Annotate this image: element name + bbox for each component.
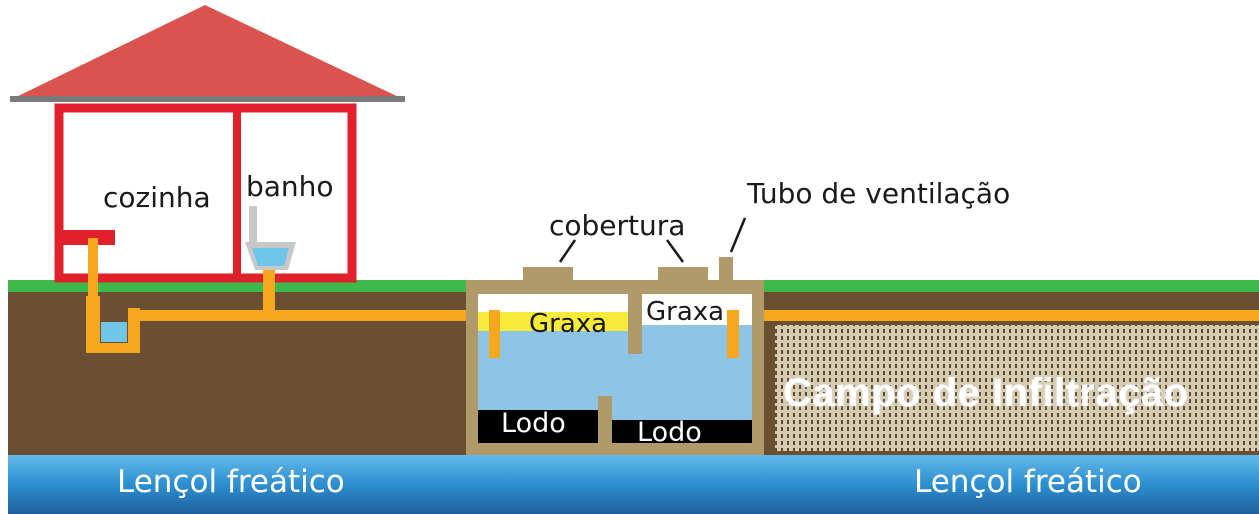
house-divider	[233, 108, 241, 278]
water-table-label-right: Lençol freático	[914, 464, 1142, 500]
kitchen-trap-water	[101, 322, 127, 342]
tank-baffle-lower	[598, 396, 612, 443]
grass-left	[8, 280, 468, 292]
toilet-tank	[249, 206, 257, 246]
tank-chamber-left-air	[478, 294, 628, 314]
tank-baffle-upper	[628, 294, 642, 354]
cover-label: cobertura	[549, 209, 686, 242]
tank-inlet-pipe	[489, 310, 500, 358]
kitchen-label: cozinha	[103, 181, 211, 214]
vent-leader	[729, 217, 747, 253]
bathroom-label: banho	[246, 170, 334, 203]
water-table-label-left: Lençol freático	[117, 464, 345, 500]
toilet-water	[252, 248, 289, 266]
infiltration-field-label: Campo de Infiltração	[783, 371, 1189, 415]
roof-eave	[10, 96, 405, 102]
grass-right	[762, 280, 1259, 292]
sludge-right	[612, 420, 752, 443]
cover-leader-right	[665, 239, 685, 263]
grease-label-left: Graxa	[529, 309, 608, 339]
house-frame	[54, 103, 357, 283]
tank-water-right-top	[642, 325, 752, 333]
sludge-label-left: Lodo	[501, 408, 566, 439]
tank-cover-left	[523, 267, 573, 283]
vent-pipe	[719, 257, 733, 283]
grease-label-right: Graxa	[646, 297, 725, 327]
sludge-left	[478, 410, 598, 443]
sludge-label-right: Lodo	[637, 417, 702, 448]
infiltration-field	[775, 325, 1259, 451]
grease-layer-left	[478, 312, 628, 332]
vent-pipe-label: Tubo de ventilação	[747, 177, 1011, 210]
kitchen-sink	[60, 230, 115, 245]
cover-leader-left	[558, 239, 577, 263]
house-roof	[10, 5, 405, 100]
tank-cover-right	[658, 267, 708, 283]
tank-outlet-pipe	[727, 310, 739, 358]
water-table	[8, 455, 1259, 514]
